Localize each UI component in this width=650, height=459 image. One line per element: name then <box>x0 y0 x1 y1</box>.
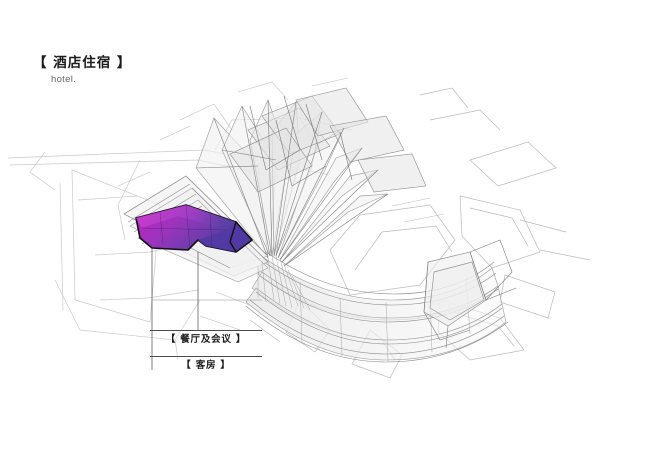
detail-hatch-lines <box>257 255 311 311</box>
highlight-program-volume <box>135 204 254 254</box>
secondary-thin-outlines <box>117 77 445 331</box>
fan-blades-upper <box>195 87 427 267</box>
callout-dining-label: 【 餐厅及会议 】 <box>165 334 247 345</box>
page-subtitle: hotel. <box>51 74 77 85</box>
page-title: 【 酒店住宿 】 <box>33 55 132 71</box>
callout-guest-rooms: 【 客房 】 <box>150 356 262 372</box>
callout-dining-conference: 【 餐厅及会议 】 <box>150 330 262 346</box>
callout-rule <box>150 330 262 331</box>
title-block: 【 酒店住宿 】 hotel. <box>33 55 131 85</box>
callout-rooms-label: 【 客房 】 <box>181 360 231 371</box>
callout-rule <box>150 356 262 357</box>
right-end-volume <box>423 239 517 349</box>
